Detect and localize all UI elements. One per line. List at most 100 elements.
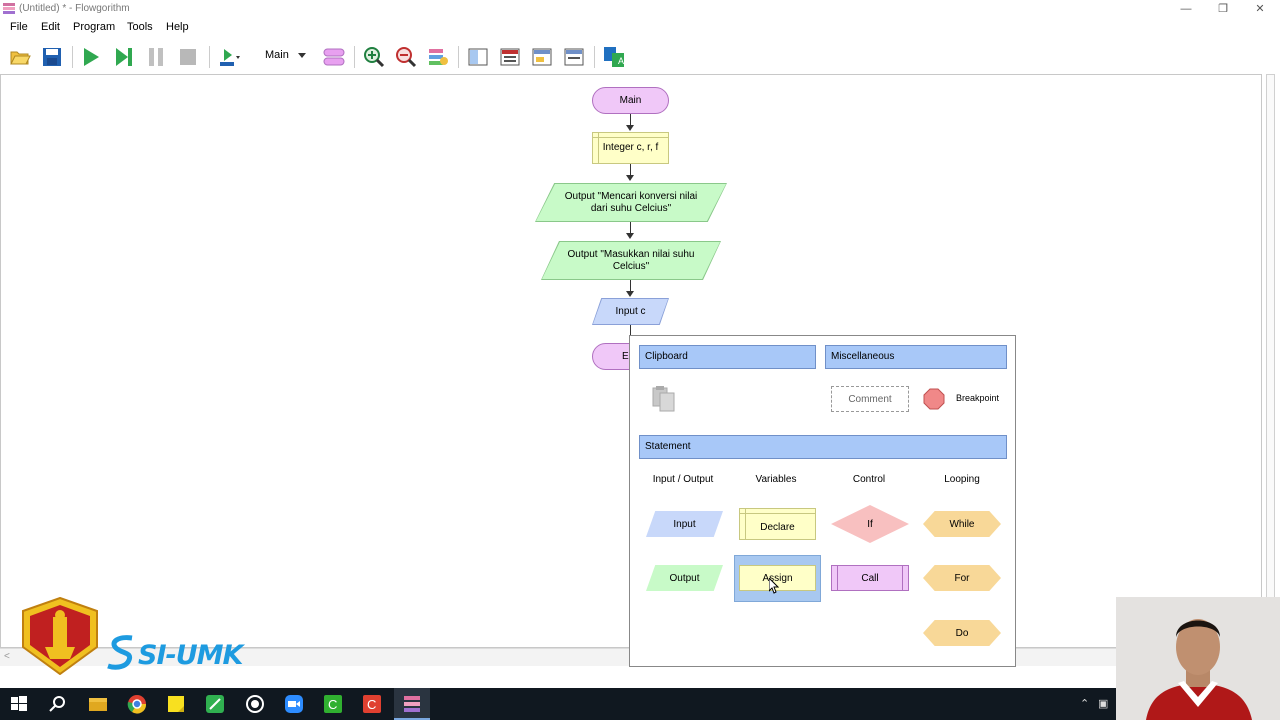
comment-shape[interactable]: Comment [831, 386, 909, 412]
run-icon[interactable] [80, 46, 102, 68]
zoom-in-icon[interactable] [363, 46, 385, 68]
palette-for[interactable]: For [923, 565, 1001, 591]
svg-text:A: A [618, 56, 624, 66]
shape-palette-popup: Clipboard Miscellaneous Comment Breakpoi… [629, 335, 1016, 667]
palette-call-label: Call [861, 572, 879, 584]
webcam-overlay [1116, 597, 1280, 720]
windows-taskbar: C C ⌃ ▣ [0, 688, 1116, 720]
function-select[interactable]: Main [265, 49, 289, 61]
breakpoint-label: Breakpoint [956, 393, 1000, 403]
column-looping: Looping [944, 474, 980, 485]
stop-icon[interactable] [177, 46, 199, 68]
whatsapp-icon[interactable] [245, 694, 265, 714]
close-button[interactable]: ✕ [1255, 3, 1265, 15]
comment-label: Comment [848, 393, 892, 405]
menu-tools[interactable]: Tools [127, 21, 153, 33]
statement-header: Statement [639, 435, 1007, 459]
sticky-notes-icon[interactable] [166, 694, 186, 714]
palette-do[interactable]: Do [923, 620, 1001, 646]
menu-bar: File Edit Program Tools Help [0, 18, 1280, 37]
minimize-button[interactable]: — [1180, 3, 1192, 15]
connector-line [630, 222, 631, 234]
declare-label: Integer c, r, f [602, 142, 659, 153]
chrome-icon[interactable] [127, 694, 147, 714]
clipboard-paste-icon[interactable] [651, 386, 679, 412]
palette-while-label: While [949, 518, 975, 530]
toolbar-separator [594, 46, 595, 68]
menu-edit[interactable]: Edit [41, 21, 60, 33]
step-icon[interactable] [113, 46, 135, 68]
input-label: Input c [615, 305, 646, 317]
si-umk-logo-text: SI-UMK [138, 640, 243, 671]
app-green-icon[interactable] [205, 694, 225, 714]
column-variables: Variables [755, 474, 797, 485]
declare-shape[interactable]: Integer c, r, f [592, 132, 669, 164]
file-explorer-icon[interactable] [88, 694, 108, 714]
vertical-scrollbar[interactable] [1262, 74, 1280, 648]
arrow-down-icon [626, 175, 634, 181]
palette-while[interactable]: While [923, 511, 1001, 537]
arrow-down-icon [626, 291, 634, 297]
main-terminal[interactable]: Main [592, 87, 669, 114]
palette-declare[interactable]: Declare [739, 508, 816, 540]
palette-assign-label: Assign [762, 572, 793, 584]
connector-line [630, 164, 631, 176]
palette-if[interactable]: If [831, 505, 909, 543]
menu-file[interactable]: File [10, 21, 28, 33]
function-manager-icon[interactable] [323, 46, 345, 68]
palette-call[interactable]: Call [831, 565, 909, 591]
output-label-1: Output "Mencari konversi nilai dari suhu… [564, 190, 698, 214]
chevron-down-icon[interactable] [298, 53, 306, 58]
menu-program[interactable]: Program [73, 21, 116, 33]
breakpoint-icon[interactable] [923, 388, 945, 410]
save-icon[interactable] [41, 46, 63, 68]
search-icon[interactable] [48, 694, 68, 714]
window-title: (Untitled) * - Flowgorithm [19, 3, 130, 14]
restore-button[interactable]: ❐ [1218, 3, 1228, 15]
camtasia-icon[interactable]: C [323, 694, 343, 714]
output-shape-2[interactable]: Output "Masukkan nilai suhu Celcius" [541, 241, 721, 280]
input-shape[interactable]: Input c [592, 298, 669, 325]
column-input-output: Input / Output [652, 474, 714, 485]
menu-help[interactable]: Help [166, 21, 189, 33]
layout-icon[interactable] [427, 46, 449, 68]
panel-icon[interactable] [467, 46, 489, 68]
arrow-down-icon [626, 233, 634, 239]
miscellaneous-header: Miscellaneous [825, 345, 1007, 369]
end-label: E [622, 350, 629, 362]
palette-output[interactable]: Output [646, 565, 723, 591]
output-label-2: Output "Masukkan nilai suhu Celcius" [567, 248, 695, 272]
output-shape-1[interactable]: Output "Mencari konversi nilai dari suhu… [535, 183, 727, 222]
zoom-app-icon[interactable] [284, 694, 304, 714]
flowgorithm-app-icon [3, 3, 15, 14]
zoom-out-icon[interactable] [395, 46, 417, 68]
tray-chevron-icon[interactable]: ⌃ [1080, 698, 1090, 710]
presenter-image [1116, 597, 1280, 720]
chart-icon[interactable] [563, 46, 585, 68]
palette-declare-label: Declare [760, 521, 795, 533]
tray-network-icon[interactable]: ▣ [1098, 698, 1109, 710]
arrow-down-icon [626, 125, 634, 131]
windows-start-icon[interactable] [9, 694, 29, 714]
palette-if-label: If [867, 518, 873, 530]
variables-icon[interactable] [499, 46, 521, 68]
recorder-icon[interactable]: C [362, 694, 382, 714]
connector-line [630, 280, 631, 292]
toolbar-separator [354, 46, 355, 68]
console-icon[interactable] [531, 46, 553, 68]
mouse-cursor-icon [769, 578, 779, 594]
speed-icon[interactable] [218, 46, 240, 68]
connector-line [630, 114, 631, 126]
palette-do-label: Do [955, 627, 969, 639]
pause-icon[interactable] [145, 46, 167, 68]
palette-input-label: Input [673, 518, 696, 530]
toolbar-separator [209, 46, 210, 68]
taskbar-active-app[interactable] [394, 688, 430, 720]
flowgorithm-taskbar-icon [404, 696, 420, 712]
palette-input[interactable]: Input [646, 511, 723, 537]
translate-icon[interactable]: A [603, 46, 625, 68]
connector-line [630, 325, 631, 335]
palette-output-label: Output [669, 572, 700, 584]
clipboard-header: Clipboard [639, 345, 816, 369]
open-icon[interactable] [9, 46, 31, 68]
